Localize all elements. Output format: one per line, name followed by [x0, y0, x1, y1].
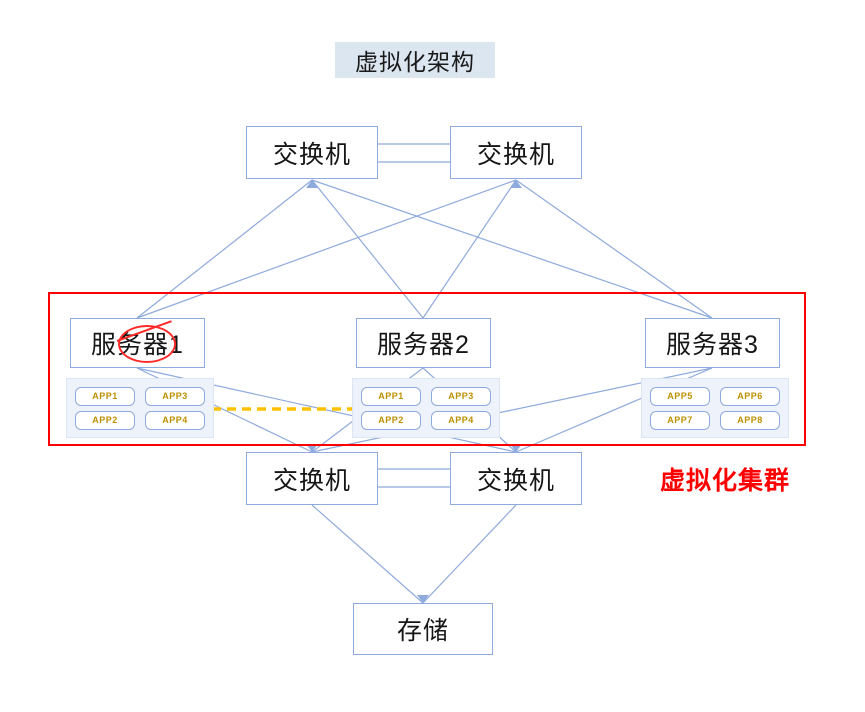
app-chip[interactable]: APP1 [361, 386, 421, 406]
server-3-app-panel: APP5 APP6 APP7 APP8 [641, 378, 789, 438]
storage-box[interactable]: 存储 [353, 603, 493, 655]
app-chip[interactable]: APP4 [431, 410, 491, 430]
cluster-caption: 虚拟化集群 [660, 467, 791, 495]
server-1-box[interactable]: 服务器1 [70, 318, 205, 368]
server-2-box[interactable]: 服务器2 [356, 318, 491, 368]
server-2-app-panel: APP1 APP3 APP2 APP4 [352, 378, 500, 438]
server-1-app-panel: APP1 APP3 APP2 APP4 [66, 378, 214, 438]
app-chip[interactable]: APP7 [650, 410, 710, 430]
app-chip[interactable]: APP6 [720, 386, 780, 406]
switch-bottom-left[interactable]: 交换机 [246, 452, 378, 505]
app-chip[interactable]: APP2 [361, 410, 421, 430]
app-chip[interactable]: APP3 [145, 386, 205, 406]
switch-bottom-right[interactable]: 交换机 [450, 452, 582, 505]
switch-top-left[interactable]: 交换机 [246, 126, 378, 179]
page-title: 虚拟化架构 [335, 42, 495, 78]
app-chip[interactable]: APP8 [720, 410, 780, 430]
app-chip[interactable]: APP1 [75, 386, 135, 406]
app-chip[interactable]: APP5 [650, 386, 710, 406]
app-chip[interactable]: APP3 [431, 386, 491, 406]
switch-top-right[interactable]: 交换机 [450, 126, 582, 179]
app-chip[interactable]: APP4 [145, 410, 205, 430]
server-3-box[interactable]: 服务器3 [645, 318, 780, 368]
app-chip[interactable]: APP2 [75, 410, 135, 430]
